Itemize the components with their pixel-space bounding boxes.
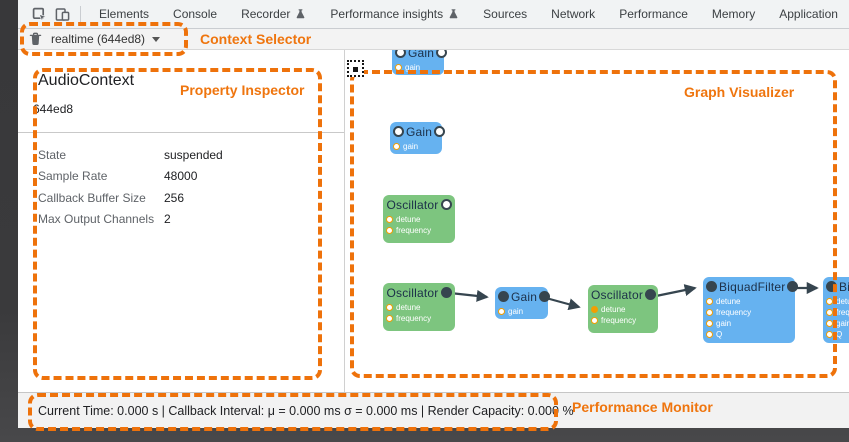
performance-monitor-text: Current Time: 0.000 s | Callback Interva… <box>38 403 574 418</box>
oscillator-node[interactable]: Oscillator detune frequency <box>383 283 455 331</box>
experimental-flask-icon <box>449 9 458 19</box>
property-row: Sample Rate 48000 <box>38 169 198 184</box>
input-port <box>395 50 406 58</box>
param-port <box>706 298 713 305</box>
param-port <box>826 309 833 316</box>
chevron-down-icon <box>152 36 161 42</box>
context-id: 644ed8 <box>33 102 74 116</box>
output-port <box>441 287 452 298</box>
graph-visualizer-pane[interactable]: Gain gain Gain gain Oscillator detune fr… <box>346 50 849 392</box>
output-port <box>441 199 452 210</box>
context-selector-value: realtime (644ed8) <box>51 32 146 46</box>
tab-sources[interactable]: Sources <box>483 7 528 21</box>
input-port <box>498 291 509 302</box>
gain-node[interactable]: Gain gain <box>390 122 446 154</box>
devtools-window: Elements Console Recorder Performance in… <box>18 0 849 428</box>
devtools-tab-bar: Elements Console Recorder Performance in… <box>18 0 849 29</box>
param-port <box>498 308 505 315</box>
biquadfilter-node[interactable]: BiquadFilter detune frequency gain Q <box>823 277 849 343</box>
param-port <box>706 309 713 316</box>
param-port <box>591 317 598 324</box>
param-port <box>386 216 393 223</box>
property-inspector-panel: AudioContext 644ed8 State suspended Samp… <box>18 50 345 392</box>
experimental-flask-icon <box>297 9 305 19</box>
audio-context-title: AudioContext <box>38 72 135 89</box>
param-port <box>826 320 833 327</box>
param-port <box>393 143 400 150</box>
tab-application[interactable]: Application <box>779 7 838 21</box>
output-port <box>434 126 446 137</box>
inspect-element-icon[interactable] <box>32 7 47 22</box>
output-port <box>539 291 551 302</box>
gain-node[interactable]: Gain gain <box>392 50 448 75</box>
property-row: State suspended <box>38 147 223 162</box>
property-row: Max Output Channels 2 <box>38 212 171 227</box>
tab-network[interactable]: Network <box>551 7 596 21</box>
tab-performance[interactable]: Performance <box>619 7 688 21</box>
input-port <box>393 126 404 137</box>
param-port <box>706 331 713 338</box>
param-port <box>826 331 833 338</box>
device-toolbar-icon[interactable] <box>55 7 70 22</box>
param-port <box>386 304 393 311</box>
property-row: Callback Buffer Size 256 <box>38 190 185 205</box>
trash-icon[interactable] <box>29 32 42 46</box>
tab-memory[interactable]: Memory <box>711 7 756 21</box>
oscillator-node[interactable]: Oscillator detune frequency <box>588 285 658 333</box>
selection-handle-icon <box>347 60 364 77</box>
webaudio-toolbar: realtime (644ed8) <box>18 29 849 50</box>
param-port <box>386 315 393 322</box>
output-port <box>645 289 657 300</box>
tab-recorder[interactable]: Recorder <box>241 0 306 28</box>
graph-edges <box>449 281 819 311</box>
gain-node[interactable]: Gain gain <box>495 287 551 319</box>
edge-oscillator-to-gain <box>449 289 489 302</box>
property-list: State suspended Sample Rate 48000 Callba… <box>38 144 328 230</box>
param-port <box>386 227 393 234</box>
context-selector-dropdown[interactable]: realtime (644ed8) <box>51 32 161 46</box>
param-port <box>706 320 713 327</box>
param-port-connected <box>591 306 598 313</box>
input-port <box>826 281 837 292</box>
tab-elements[interactable]: Elements <box>99 7 150 21</box>
oscillator-node[interactable]: Oscillator detune frequency <box>383 195 455 243</box>
param-port <box>826 298 833 305</box>
param-port <box>395 64 402 71</box>
biquadfilter-node[interactable]: BiquadFilter detune frequency gain Q <box>703 277 799 343</box>
output-port <box>787 281 799 292</box>
tab-performance-insights[interactable]: Performance insights <box>330 0 459 28</box>
tab-console[interactable]: Console <box>173 7 218 21</box>
performance-monitor-bar: Current Time: 0.000 s | Callback Interva… <box>18 392 849 428</box>
edge-gain-to-oscillator-detune <box>545 296 581 311</box>
inspector-divider <box>18 132 344 133</box>
output-port <box>436 50 448 58</box>
input-port <box>706 281 717 292</box>
edge-oscillator-to-biquadfilter <box>655 284 697 298</box>
toolbar-separator <box>80 6 81 22</box>
